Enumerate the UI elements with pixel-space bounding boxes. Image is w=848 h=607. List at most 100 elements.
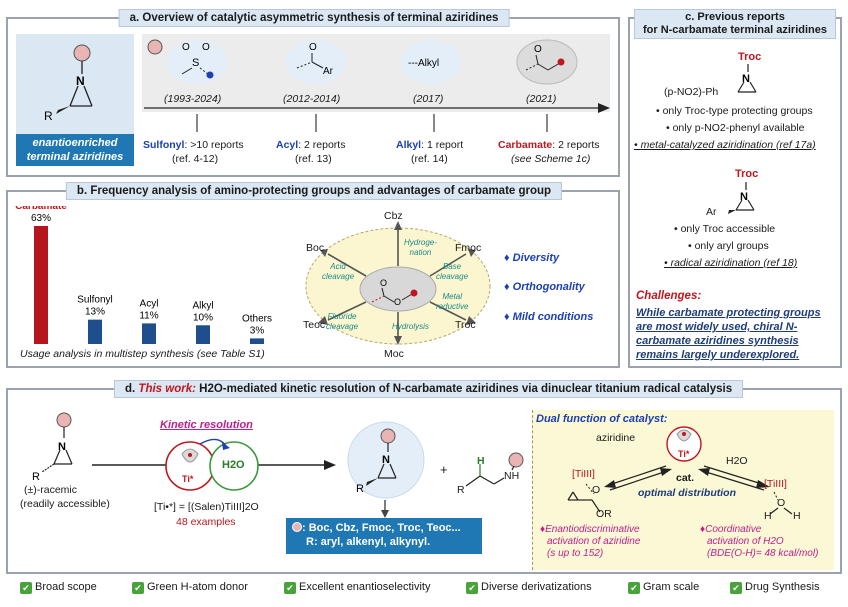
cat-label: cat. — [676, 472, 695, 484]
racemic-aziridine: N R — [32, 412, 73, 483]
aziridine-arrow-label: aziridine — [596, 432, 636, 444]
report-sulfonyl: Sulfonyl: >10 reports — [143, 139, 244, 151]
panel-c-title-1: c. Previous reports — [685, 11, 785, 23]
bar-category-label: Carbamate — [15, 206, 67, 212]
check-icon: ✔ — [132, 582, 144, 594]
svg-text:R: R — [356, 483, 364, 495]
panel-b-title: b. Frequency analysis of amino-protectin… — [65, 182, 563, 200]
equilibrium-arrows — [604, 465, 770, 491]
panel-c-title-2: for N-carbamate terminal aziridines — [642, 24, 827, 36]
check-icon: ✔ — [466, 582, 478, 594]
examples-count: 48 examples — [176, 516, 236, 528]
bar-carbamate — [34, 226, 48, 344]
ti-iii-left: [TiIII] — [572, 468, 595, 480]
bar-value-label: 3% — [250, 325, 265, 336]
product-label-line2: terminal aziridines — [26, 151, 124, 163]
product-aziridine: N R — [347, 421, 425, 499]
racemic-note: (readily accessible) — [20, 498, 110, 510]
pg-teoc: Teoc — [303, 319, 326, 331]
svg-text:O: O — [309, 42, 317, 53]
timeline-arrow — [144, 103, 610, 113]
report-alkyl: Alkyl: 1 report — [396, 139, 464, 151]
cond-metal: Metal reductive — [436, 292, 469, 311]
pg-boc: Boc — [306, 242, 325, 254]
aziridine-structure-a: N R — [44, 44, 93, 123]
feature-gram-scale: ✔Gram scale — [628, 581, 699, 594]
amine-r: R — [457, 484, 465, 496]
usage-bar-chart: Carbamate63%Sulfonyl13%Acyl11%Alkyl10%Ot… — [15, 206, 272, 344]
feature-green-donor: ✔Green H-atom donor — [132, 581, 248, 594]
troc-label-2: Troc — [735, 168, 759, 180]
water-h1: H — [764, 510, 772, 522]
svg-text:O: O — [202, 42, 210, 53]
panel-c — [628, 17, 842, 368]
cond-hydrogenation: Hydroge- nation — [404, 238, 437, 257]
right-desc: ♦Coordinative activation of H2O (BDE(O-H… — [700, 524, 819, 559]
complex-o: O — [592, 484, 601, 496]
feature-derivatizations: ✔Diverse derivatizations — [466, 581, 592, 594]
substituent-1: (p-NO2)-Ph — [664, 86, 719, 98]
bar-acyl — [142, 323, 156, 344]
bar-value-label: 11% — [139, 310, 158, 321]
alkyl-bubble: ---Alkyl — [401, 40, 461, 84]
bar-value-label: 10% — [193, 312, 213, 323]
ref-carbamate: (see Scheme 1c) — [511, 153, 591, 165]
ti-catalyst-bubble — [666, 426, 702, 462]
ti-catalyst-label: Ti* — [678, 449, 690, 459]
atom-r: R — [44, 109, 53, 123]
bar-alkyl — [196, 325, 210, 344]
years-alkyl: (2017) — [413, 93, 444, 105]
timeline-ticks — [196, 114, 548, 132]
feature-enantioselectivity: ✔Excellent enantioselectivity — [284, 581, 430, 594]
h2o-label: H2O — [222, 459, 245, 471]
optimal-distribution: optimal distribution — [638, 487, 736, 499]
ti-water-complex — [769, 491, 793, 515]
amine-h: H — [477, 455, 485, 467]
dual-function-title: Dual function of catalyst: — [536, 413, 668, 425]
bar-value-label: 63% — [31, 213, 51, 224]
years-carbamate: (2021) — [526, 93, 557, 105]
svg-text:N: N — [58, 441, 66, 453]
panel-d-title: d. This work: H2O-mediated kinetic resol… — [114, 380, 744, 398]
svg-text:N: N — [382, 454, 390, 466]
c2-point-2: • only aryl groups — [688, 240, 769, 252]
aziridine-structure-c1: N — [737, 64, 757, 93]
aziridine-structure-c2: N — [728, 182, 755, 214]
scope-line1: : Boc, Cbz, Fmoc, Troc, Teoc... — [302, 522, 461, 534]
pg-troc: Troc — [455, 319, 476, 331]
pg-moc: Moc — [384, 348, 404, 360]
svg-text:N: N — [740, 191, 748, 203]
report-carbamate: Carbamate: 2 reports — [498, 139, 600, 151]
bar-category-label: Others — [242, 313, 272, 324]
cond-acid: Acid cleavage — [322, 262, 355, 281]
bar-sulfonyl — [88, 319, 102, 344]
scope-pointer — [381, 500, 389, 518]
protecting-group-wheel: O O — [305, 221, 491, 345]
svg-text:Ar: Ar — [323, 66, 334, 77]
panel-a-title: a. Overview of catalytic asymmetric synt… — [118, 9, 510, 27]
feature-drug-synthesis: ✔Drug Synthesis — [730, 581, 820, 594]
check-icon: ✔ — [20, 582, 32, 594]
advantage-orthogonality: ♦ Orthogonality — [504, 281, 585, 293]
advantage-diversity: ♦ Diversity — [504, 252, 560, 264]
c1-point-3: • metal-catalyzed aziridination (ref 17a… — [634, 139, 816, 151]
ti-aziridine-complex — [567, 483, 601, 513]
scope-line2: R: aryl, alkenyl, alkynyl. — [306, 536, 431, 548]
svg-text:---Alkyl: ---Alkyl — [408, 58, 439, 69]
report-acyl: Acyl: 2 reports — [276, 139, 346, 151]
panel-c-title: c. Previous reports for N-carbamate term… — [634, 9, 836, 39]
h2o-arrow-label: H2O — [726, 455, 748, 467]
catalyst-formula: [Ti•*] = [(Salen)TiIII]2O — [154, 501, 259, 513]
troc-label-1: Troc — [738, 51, 762, 63]
cond-fluoride: Fluoride cleavage — [326, 312, 359, 331]
r-group-marker — [147, 39, 163, 55]
c1-point-1: • only Troc-type protecting groups — [656, 105, 813, 117]
atom-n: N — [76, 74, 85, 88]
years-sulfonyl: (1993-2024) — [164, 93, 222, 105]
bar-category-label: Acyl — [140, 298, 159, 309]
pg-fmoc: Fmoc — [455, 242, 482, 254]
water-h2: H — [793, 510, 801, 522]
sulfonyl-bubble: S O O — [167, 40, 227, 84]
amine-product — [465, 452, 524, 487]
ref-alkyl: (ref. 14) — [411, 153, 448, 165]
